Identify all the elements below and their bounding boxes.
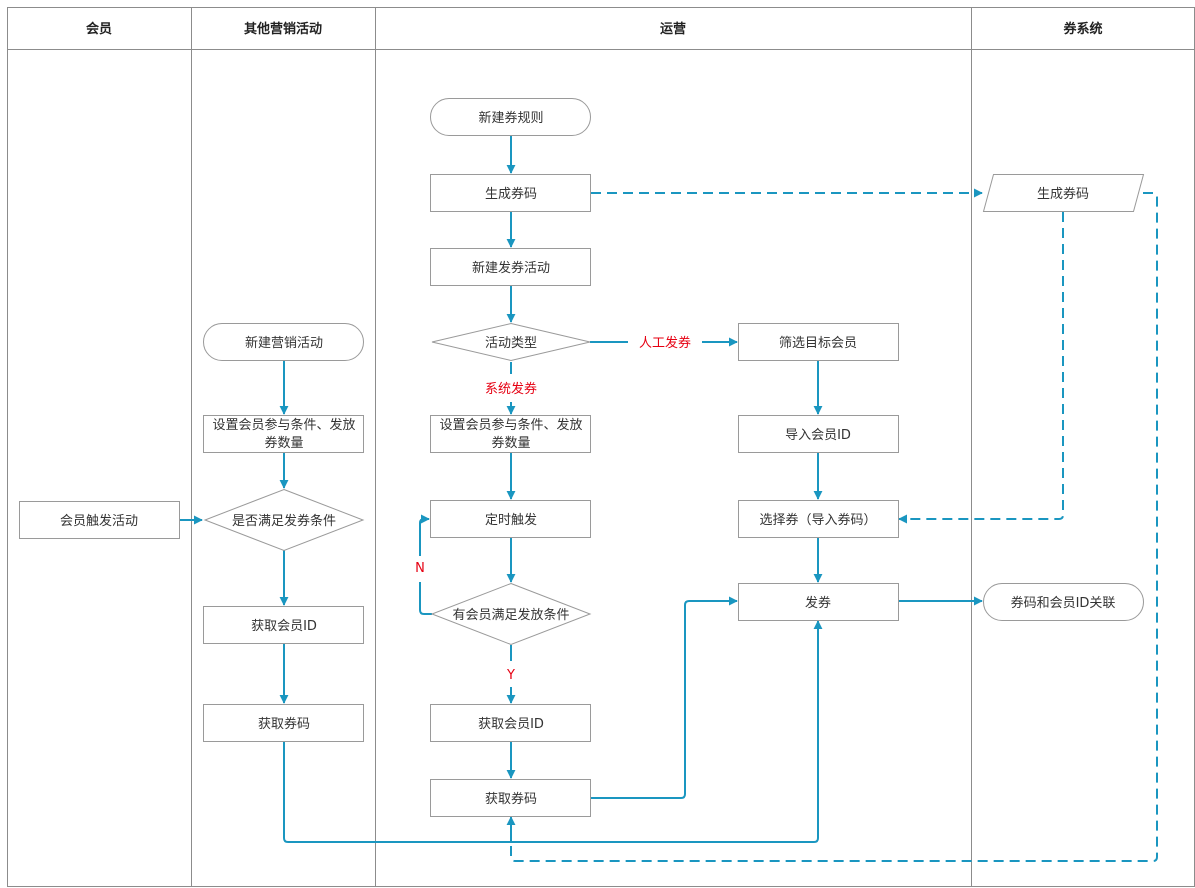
branch-label-manual: 人工发券 (639, 335, 691, 351)
branch-label-system: 系统发券 (485, 381, 537, 397)
node-link-code-member (983, 583, 1144, 621)
label-ops-set-conditions-2: 券数量 (491, 435, 530, 451)
label-trigger-activity: 会员触发活动 (60, 513, 138, 529)
label-link-code-member: 券码和会员ID关联 (1011, 595, 1116, 611)
label-member-meets-condition: 有会员满足发放条件 (452, 607, 569, 623)
label-generate-code: 生成券码 (485, 186, 537, 202)
node-filter-members (738, 323, 899, 361)
label-new-marketing-activity: 新建营销活动 (245, 335, 323, 351)
node-select-coupon (738, 500, 899, 538)
node-new-coupon-rule (430, 98, 591, 136)
node-new-marketing-activity (203, 323, 364, 361)
node-system-generate-code (982, 174, 1145, 212)
node-marketing-set-conditions (203, 415, 364, 453)
lane-header-coupon-system: 券系统 (1062, 21, 1102, 37)
label-ops-set-conditions-1: 设置会员参与条件、发放 (439, 417, 582, 433)
node-meets-condition (203, 488, 365, 552)
label-ops-get-member-id: 获取会员ID (478, 717, 544, 732)
node-ops-set-conditions (430, 415, 591, 453)
node-activity-type (431, 322, 591, 362)
label-ops-get-coupon-code: 获取券码 (485, 791, 537, 807)
node-issue-coupon (738, 583, 899, 621)
label-timed-trigger: 定时触发 (485, 512, 537, 528)
branch-label-no: N (415, 561, 425, 576)
label-new-issue-activity: 新建发券活动 (472, 260, 550, 276)
lane-header-operations: 运营 (660, 21, 686, 37)
label-new-coupon-rule: 新建券规则 (478, 110, 543, 126)
node-new-issue-activity (430, 248, 591, 286)
label-meets-condition: 是否满足发券条件 (232, 513, 336, 529)
node-generate-code (430, 174, 591, 212)
lane-header-marketing: 其他营销活动 (244, 21, 322, 37)
label-marketing-get-coupon-code: 获取券码 (258, 716, 310, 732)
label-marketing-set-conditions-2: 券数量 (264, 435, 303, 451)
node-ops-get-member-id (430, 704, 591, 742)
solid-connectors (180, 136, 983, 843)
label-activity-type: 活动类型 (485, 336, 537, 351)
node-import-member-id (738, 415, 899, 453)
label-select-coupon: 选择券（导入券码） (759, 512, 876, 528)
node-trigger-activity (19, 501, 180, 539)
label-import-member-id: 导入会员ID (785, 428, 851, 443)
node-timed-trigger (430, 500, 591, 538)
node-ops-get-coupon-code (430, 779, 591, 817)
label-issue-coupon: 发券 (805, 595, 831, 611)
node-marketing-get-coupon-code (203, 704, 364, 742)
branch-label-yes: Y (506, 668, 515, 683)
lane-header-member: 会员 (86, 21, 112, 37)
dashed-connectors (510, 188, 1158, 862)
node-member-meets-condition (430, 582, 592, 646)
node-marketing-get-member-id (203, 606, 364, 644)
label-marketing-get-member-id: 获取会员ID (251, 619, 317, 634)
label-filter-members: 筛选目标会员 (779, 336, 857, 351)
label-system-generate-code: 生成券码 (1037, 186, 1089, 202)
swimlane-frame (7, 7, 1195, 887)
label-marketing-set-conditions-1: 设置会员参与条件、发放 (212, 417, 355, 433)
